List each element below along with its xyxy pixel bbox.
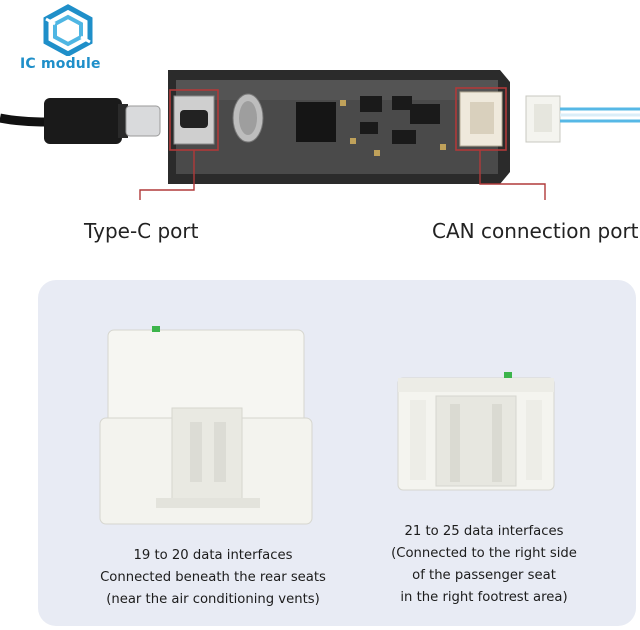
caption-line: (Connected to the right side: [391, 546, 577, 561]
left-connector-caption: 19 to 20 data interfaces Connected benea…: [70, 545, 356, 611]
type-c-port-label: Type-C port: [84, 219, 199, 243]
connector-19-20-illustration: [99, 326, 313, 525]
connector-21-25-illustration: [397, 372, 555, 491]
caption-line: (near the air conditioning vents): [106, 592, 320, 607]
caption-line: of the passenger seat: [412, 568, 556, 583]
caption-line: 21 to 25 data interfaces: [404, 524, 564, 539]
right-connector-caption: 21 to 25 data interfaces (Connected to t…: [354, 521, 614, 609]
ic-module-illustration: [0, 70, 640, 200]
can-port-label: CAN connection port: [432, 219, 639, 243]
caption-line: in the right footrest area): [400, 590, 568, 605]
caption-line: Connected beneath the rear seats: [100, 570, 326, 585]
hexagon-logo-icon: [43, 4, 93, 56]
caption-line: 19 to 20 data interfaces: [133, 548, 293, 563]
logo-text: IC module: [20, 56, 101, 72]
